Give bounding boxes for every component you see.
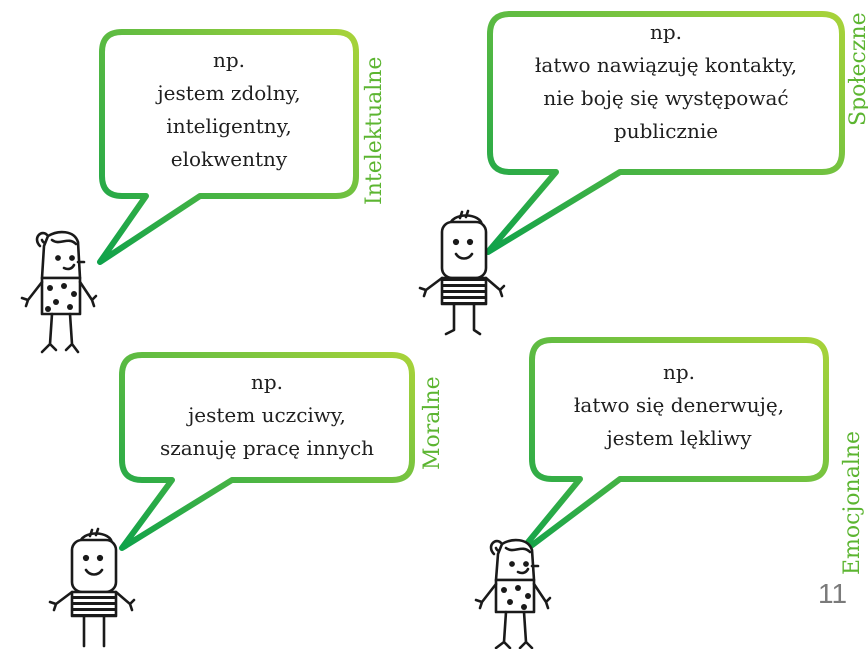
page-number: 11	[818, 578, 848, 609]
bubble-line: łatwo nawiązuję kontakty,	[534, 53, 798, 77]
bubble-text-moralne: np. jestem uczciwy, szanuję pracę innych	[124, 366, 410, 465]
speech-bubble-moralne	[119, 352, 415, 551]
bubble-line: jestem uczciwy,	[188, 403, 346, 427]
speech-bubble-emocjonalne	[512, 337, 829, 561]
speech-bubble-spoleczne	[485, 11, 845, 255]
category-label-spoleczne: Społeczne	[846, 12, 868, 126]
bubble-line: np.	[649, 20, 683, 44]
category-label-intelektualne: Intelektualne	[362, 56, 387, 205]
bubble-line: publicznie	[613, 119, 719, 143]
speech-bubble-intelektualne	[97, 29, 359, 265]
girl-figure-icon	[474, 538, 552, 649]
boy-figure-icon	[48, 527, 136, 648]
bubble-line: inteligentny,	[166, 114, 292, 138]
bubble-text-emocjonalne: np. łatwo się denerwuję, jestem lękliwy	[534, 356, 824, 455]
boy-figure-icon	[418, 209, 506, 336]
bubble-line: elokwentny	[170, 147, 288, 171]
bubble-line: jestem lękliwy	[606, 426, 752, 450]
category-label-emocjonalne: Emocjonalne	[840, 430, 865, 575]
girl-figure-icon	[20, 230, 98, 354]
bubble-line: jestem zdolny,	[157, 81, 301, 105]
bubble-text-intelektualne: np. jestem zdolny, inteligentny, elokwen…	[104, 44, 354, 176]
bubble-line: np.	[662, 360, 696, 384]
bubble-line: np.	[250, 370, 284, 394]
bubble-line: nie boję się występować	[543, 86, 789, 110]
bubble-line: np.	[212, 48, 246, 72]
bubble-text-spoleczne: np. łatwo nawiązuję kontakty, nie boję s…	[492, 16, 840, 148]
bubble-line: łatwo się denerwuję,	[573, 393, 785, 417]
category-label-moralne: Moralne	[420, 376, 445, 470]
bubble-line: szanuję pracę innych	[159, 436, 375, 460]
